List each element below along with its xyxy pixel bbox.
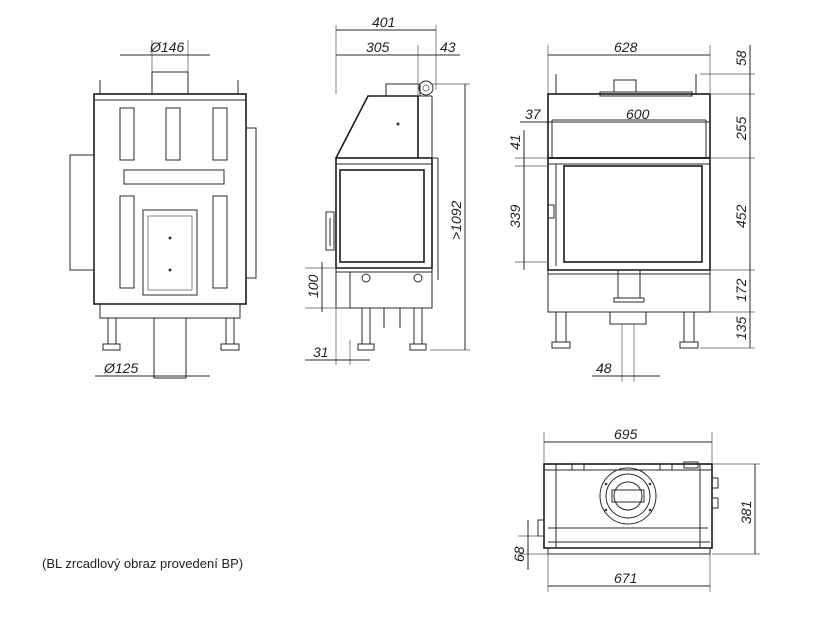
- front-flue-collar: [151, 71, 189, 95]
- dim-height: >1092: [448, 200, 464, 240]
- right-upper-body: [547, 93, 711, 159]
- dim-body-depth: 305: [366, 39, 390, 55]
- front-ash-door: [142, 209, 198, 296]
- dim-total-depth: 401: [372, 14, 395, 30]
- right-leg-right: [679, 312, 699, 349]
- front-left-panel: [69, 154, 95, 271]
- dim-offset: 43: [440, 39, 456, 55]
- front-body: [93, 93, 247, 305]
- dim-plan-depth: 381: [738, 501, 754, 524]
- dim-glass-height: 339: [507, 204, 523, 228]
- dim-452: 452: [733, 204, 749, 228]
- side-leg-left: [357, 308, 375, 351]
- front-leg-right: [220, 318, 240, 351]
- plan-view: 695 381 68 671: [511, 426, 760, 592]
- dim-bottom-offset: 48: [596, 360, 612, 376]
- front-leg-left: [102, 318, 121, 351]
- dim-right-width: 628: [614, 39, 638, 55]
- dim-base: 100: [305, 274, 321, 298]
- dim-inner-width: 600: [626, 106, 650, 122]
- right-leg-left: [551, 312, 571, 349]
- dim-plan-base-width: 671: [614, 570, 637, 586]
- plan-body: [543, 463, 713, 549]
- right-base: [547, 269, 711, 313]
- front-right-panel: [245, 127, 257, 279]
- side-view: 401 305 43 >1092 100 31: [305, 14, 470, 365]
- front-view: Ø146 Ø125: [69, 39, 257, 379]
- dim-plan-side: 68: [511, 546, 527, 562]
- dim-flue-top: Ø146: [149, 39, 184, 55]
- dim-flue-bottom: Ø125: [103, 360, 138, 376]
- side-leg-right: [409, 308, 427, 351]
- plan-flue-outer: [599, 467, 657, 525]
- right-glass: [563, 165, 703, 263]
- front-bottom-pipe: [153, 317, 187, 379]
- dim-172: 172: [733, 278, 749, 302]
- dim-135: 135: [733, 316, 749, 340]
- dim-255: 255: [733, 116, 749, 141]
- dim-top-gap: 41: [507, 134, 523, 150]
- dim-plan-width: 695: [614, 426, 638, 442]
- side-top-hood: [335, 95, 419, 159]
- right-view: 628 600 37 41 339 58 255 452 172 135 48: [507, 39, 755, 382]
- dim-58: 58: [733, 50, 749, 66]
- caption: (BL zrcadlový obraz provedení BP): [42, 556, 244, 571]
- dim-foot: 31: [313, 344, 329, 360]
- dim-offset-left: 37: [525, 106, 542, 122]
